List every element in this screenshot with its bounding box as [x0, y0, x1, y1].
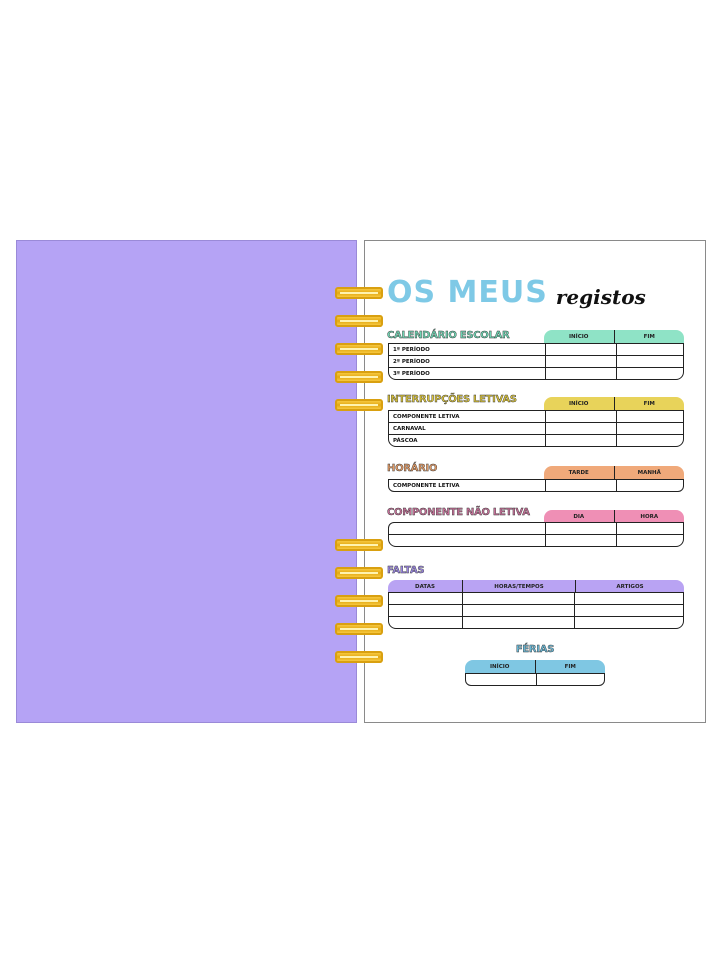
input-cell[interactable] [545, 411, 616, 422]
row-label: 2º PERÍODO [393, 358, 430, 365]
input-cell[interactable] [466, 674, 536, 685]
input-cell[interactable] [616, 423, 683, 434]
input-cell[interactable] [616, 535, 683, 546]
nao-letiva-table [388, 522, 684, 547]
input-cell[interactable] [616, 411, 683, 422]
section-title-calendario: CALENDÁRIO ESCOLAR [387, 330, 510, 341]
input-cell[interactable] [616, 435, 683, 446]
spiral-ring [335, 651, 383, 663]
input-cell[interactable] [616, 368, 683, 379]
spiral-ring [335, 399, 383, 411]
spiral-ring [335, 539, 383, 551]
ferias-table [465, 673, 605, 686]
row-label: CARNAVAL [393, 425, 426, 432]
column-header: INÍCIO [569, 401, 589, 407]
input-cell[interactable] [616, 523, 683, 534]
input-cell[interactable] [536, 674, 604, 685]
spiral-ring [335, 567, 383, 579]
input-cell[interactable] [545, 523, 616, 534]
horario-table: COMPONENTE LETIVA [388, 479, 684, 492]
notebook-cover [16, 240, 357, 723]
page-title: OS MEUS [387, 275, 548, 310]
column-header: FIM [534, 660, 606, 673]
input-cell[interactable] [616, 480, 683, 491]
calendario-header: INÍCIO FIM [544, 330, 684, 343]
section-title-faltas: FALTAS [387, 565, 425, 576]
faltas-table [388, 592, 684, 629]
input-cell[interactable] [462, 605, 574, 616]
spiral-ring [335, 287, 383, 299]
faltas-header: DATAS HORAS/TEMPOS ARTIGOS [388, 580, 684, 593]
input-cell[interactable] [545, 535, 616, 546]
spiral-ring [335, 595, 383, 607]
input-cell[interactable] [574, 605, 683, 616]
spiral-ring [335, 371, 383, 383]
column-header: INÍCIO [490, 664, 510, 670]
input-cell[interactable] [574, 593, 683, 604]
input-cell[interactable] [389, 535, 545, 546]
input-cell[interactable] [389, 593, 462, 604]
input-cell[interactable] [616, 356, 683, 367]
column-header: FIM [613, 330, 685, 343]
section-title-ferias: FÉRIAS [515, 644, 555, 655]
input-cell[interactable] [389, 617, 462, 628]
page-subtitle: registos [555, 285, 646, 309]
input-cell[interactable] [462, 593, 574, 604]
column-header: HORAS/TEMPOS [462, 580, 575, 593]
section-title-interrupcoes: INTERRUPÇÕES LETIVAS [387, 394, 517, 405]
ferias-header: INÍCIO FIM [465, 660, 605, 673]
interrupcoes-table: COMPONENTE LETIVA CARNAVAL PÁSCOA [388, 410, 684, 447]
input-cell[interactable] [389, 523, 545, 534]
input-cell[interactable] [545, 344, 616, 355]
row-label: COMPONENTE LETIVA [393, 482, 460, 489]
input-cell[interactable] [574, 617, 683, 628]
column-header: INÍCIO [569, 334, 589, 340]
input-cell[interactable] [545, 435, 616, 446]
row-label: COMPONENTE LETIVA [393, 413, 460, 420]
input-cell[interactable] [545, 480, 616, 491]
page-title-group: OS MEUS registos [387, 276, 646, 310]
input-cell[interactable] [545, 423, 616, 434]
input-cell[interactable] [545, 368, 616, 379]
row-label: 1º PERÍODO [393, 346, 430, 353]
nao-letiva-header: DIA HORA [544, 510, 684, 523]
row-label: PÁSCOA [393, 437, 418, 444]
horario-header: TARDE MANHÃ [544, 466, 684, 479]
input-cell[interactable] [462, 617, 574, 628]
interrupcoes-header: INÍCIO FIM [544, 397, 684, 410]
column-header: ARTIGOS [575, 580, 684, 593]
spiral-ring [335, 315, 383, 327]
section-title-horario: HORÁRIO [387, 463, 438, 474]
column-header: DATAS [415, 584, 435, 590]
input-cell[interactable] [616, 344, 683, 355]
column-header: MANHÃ [613, 466, 685, 479]
section-title-nao-letiva: COMPONENTE NÃO LETIVA [387, 507, 530, 518]
row-label: 3º PERÍODO [393, 370, 430, 377]
input-cell[interactable] [545, 356, 616, 367]
spiral-ring [335, 623, 383, 635]
column-header: FIM [613, 397, 685, 410]
column-header: HORA [613, 510, 685, 523]
column-header: TARDE [568, 470, 589, 476]
column-header: DIA [573, 514, 585, 520]
calendario-table: 1º PERÍODO 2º PERÍODO 3º PERÍODO [388, 343, 684, 380]
spiral-ring [335, 343, 383, 355]
input-cell[interactable] [389, 605, 462, 616]
